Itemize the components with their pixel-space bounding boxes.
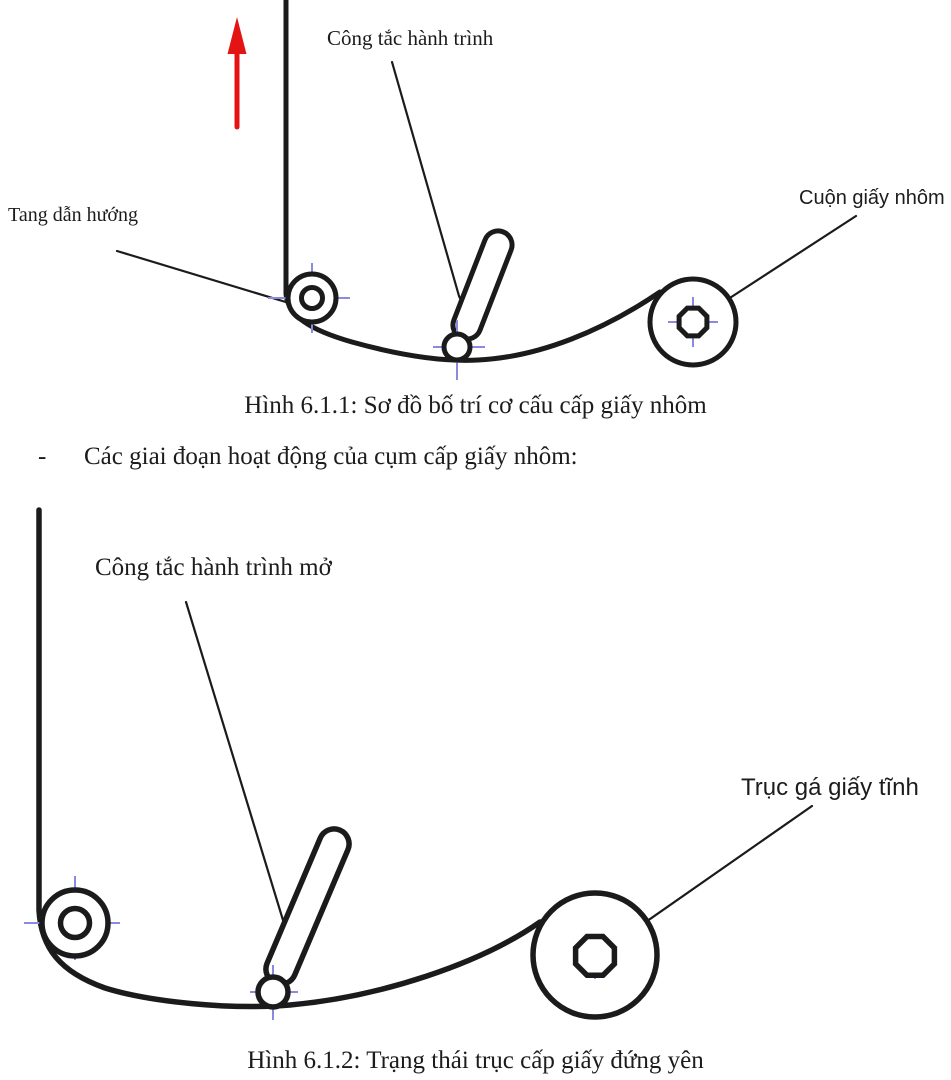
label-guide-drum: Tang dẫn hướng (8, 204, 138, 226)
limit-switch-lever-2 (250, 826, 352, 1020)
bullet-marker: - (38, 443, 47, 470)
figure1-drawing (115, 0, 858, 380)
leader-limit-switch (390, 60, 471, 320)
guide-drum-roller (268, 263, 350, 333)
figure2-drawing (24, 507, 814, 1020)
leader-static-shaft (628, 804, 814, 935)
leader-limit-switch-open (184, 600, 295, 957)
limit-switch-lever (433, 228, 515, 380)
label-static-foil-shaft: Trục gá giấy tĩnh (741, 774, 919, 801)
figure1-caption: Hình 6.1.1: Sơ đồ bố trí cơ cấu cấp giấy… (244, 392, 707, 419)
label-limit-switch-open: Công tắc hành trình mở (95, 554, 332, 581)
figure2-caption: Hình 6.1.2: Trạng thái trục cấp giấy đứn… (247, 1047, 704, 1074)
label-limit-switch: Công tắc hành trình (327, 26, 494, 50)
guide-drum-roller-2 (24, 876, 120, 960)
feed-direction-arrow-icon (227, 17, 247, 130)
leader-foil-roll (717, 214, 858, 307)
bullet-text: Các giai đoạn hoạt động của cụm cấp giấy… (84, 443, 578, 470)
static-foil-shaft-roller (530, 890, 660, 1020)
foil-roll-roller (647, 276, 739, 368)
leader-guide-drum (115, 249, 291, 305)
label-foil-roll: Cuộn giấy nhôm (799, 187, 945, 209)
web-path-fig2 (36, 507, 543, 1010)
